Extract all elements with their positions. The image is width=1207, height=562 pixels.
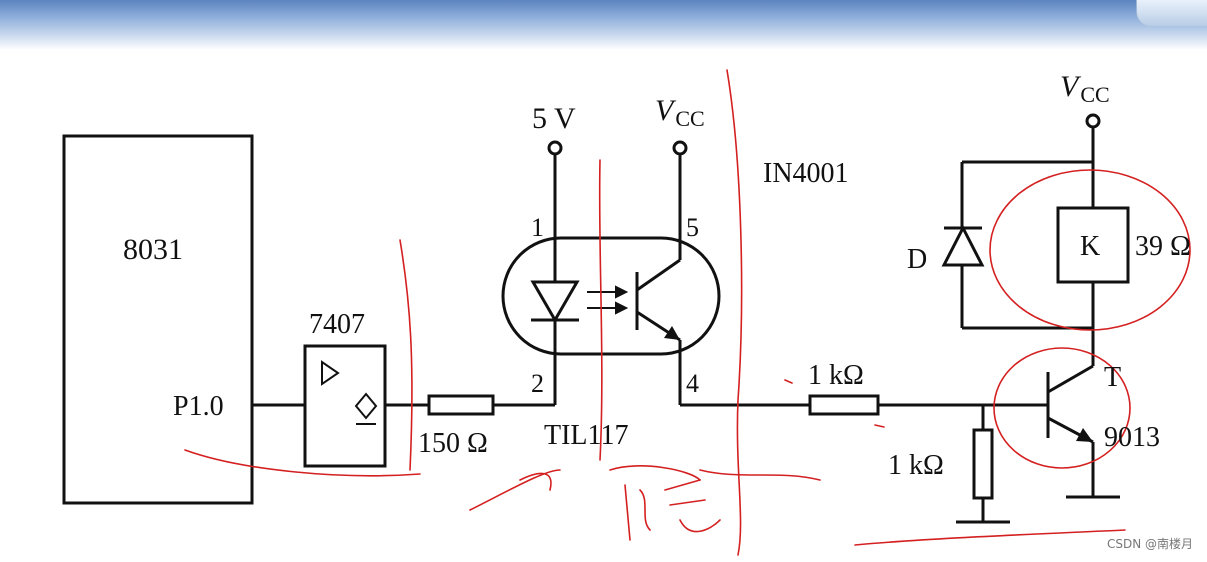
title-bar-corner (1136, 0, 1207, 26)
annotation-isolation-line-2 (598, 159, 603, 461)
buffer-label: 7407 (309, 309, 365, 340)
buffer-triangle-icon (321, 360, 340, 386)
mcu-8031-block (62, 134, 254, 505)
terminal-vcc-relay (1085, 113, 1101, 129)
led-triangle (530, 280, 580, 323)
relay-label: K (1080, 231, 1100, 262)
pin-1-label: 1 (531, 213, 544, 242)
open-collector-diamond-icon (354, 392, 378, 420)
supply-5v-label: 5 V (532, 102, 576, 135)
pin-5-label: 5 (686, 213, 699, 242)
resistor-1k-pulldown (972, 428, 994, 500)
annotation-tick-2 (874, 424, 885, 428)
vcc-opto-label: VCC (655, 94, 705, 131)
vcc-relay-label: VCC (1060, 70, 1110, 107)
resistor-1k-pulldown-label: 1 kΩ (888, 450, 944, 481)
relay-resistance-label: 39 Ω (1135, 231, 1191, 262)
annotation-scribble-1 (469, 465, 701, 511)
resistor-1k-series (808, 394, 880, 416)
window-title-bar (0, 0, 1207, 50)
optocoupler-body (501, 236, 721, 356)
optocoupler-label: TIL117 (544, 420, 629, 451)
annotation-tick-1 (784, 379, 793, 384)
resistor-150 (427, 394, 495, 416)
annotation-underline-left (184, 449, 421, 477)
mcu-label: 8031 (123, 233, 183, 266)
pin-4-label: 4 (686, 369, 699, 398)
transistor-emitter-arrow (1076, 428, 1093, 442)
transistor-collector (1047, 364, 1094, 394)
annotation-underline-right (854, 529, 1126, 546)
diode-label: D (907, 244, 927, 275)
diode-part-label: IN4001 (763, 158, 849, 189)
resistor-150-label: 150 Ω (418, 428, 488, 459)
annotation-isolation-line-1 (399, 239, 413, 471)
pin-2-label: 2 (531, 369, 544, 398)
light-arrow-head-2 (615, 301, 629, 315)
transistor-label: T (1104, 362, 1121, 393)
phototransistor-collector (636, 258, 681, 292)
annotation-circle-relay (989, 169, 1191, 331)
diode-triangle (941, 224, 985, 267)
transistor-part-label: 9013 (1104, 422, 1160, 453)
resistor-1k-series-label: 1 kΩ (808, 360, 864, 391)
annotation-scribble-2 (624, 469, 821, 541)
terminal-5v (547, 140, 563, 156)
light-arrow-head-1 (615, 285, 629, 299)
buffer-7407-block (303, 344, 387, 468)
annotation-circle-transistor (993, 347, 1131, 469)
annotation-isolation-line-3 (726, 69, 743, 556)
terminal-vcc-opto (672, 140, 688, 156)
opto-emitter-arrow (664, 326, 680, 340)
watermark: CSDN @南楼月 (1106, 537, 1193, 551)
port-label: P1.0 (173, 391, 224, 422)
